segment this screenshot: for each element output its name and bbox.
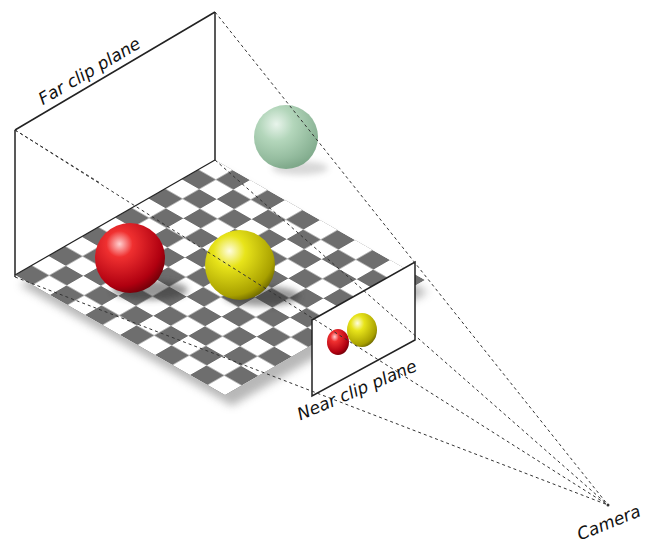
camera-label: Camera bbox=[574, 501, 643, 543]
far-plane-label: Far clip plane bbox=[35, 34, 143, 108]
